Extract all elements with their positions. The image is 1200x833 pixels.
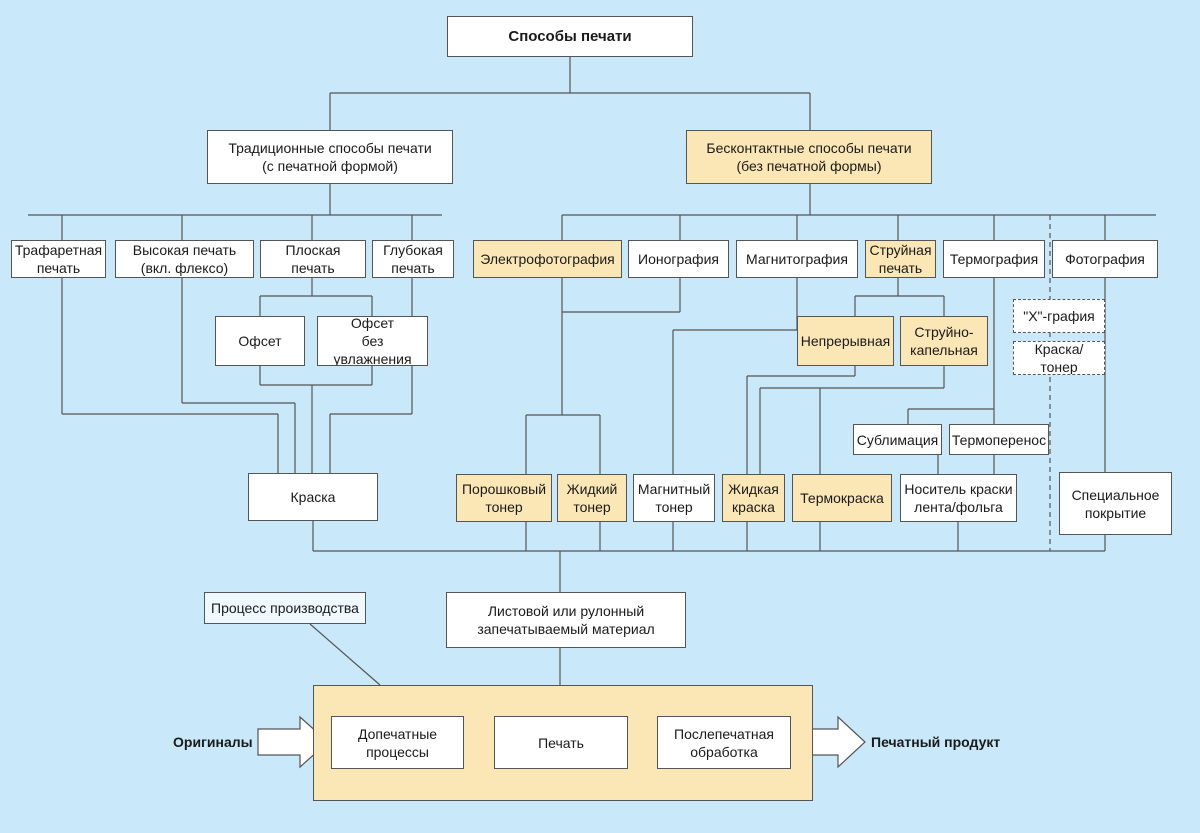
ink-toner-box: Краска/тонер bbox=[1013, 341, 1105, 375]
photography-box: Фотография bbox=[1052, 240, 1158, 278]
inkjet-box: Струйная печать bbox=[865, 240, 936, 278]
liquid-ink-box: Жидкая краска bbox=[722, 474, 785, 522]
screen-printing-box: Трафаретная печать bbox=[11, 240, 106, 278]
liquid-toner-box: Жидкий тонер bbox=[557, 474, 627, 522]
ink-ribbon-box: Носитель краски лента/фольга bbox=[900, 474, 1017, 522]
postpress-box: Послепечатная обработка bbox=[657, 716, 791, 769]
printed-product-label: Печатный продукт bbox=[871, 734, 1001, 750]
letterpress-box: Высокая печать (вкл. флексо) bbox=[115, 240, 254, 278]
continuous-inkjet-box: Непрерывная bbox=[797, 316, 894, 366]
thermo-ink-box: Термокраска bbox=[792, 474, 892, 522]
electrophotography-box: Электрофотография bbox=[473, 240, 622, 278]
sublimation-box: Сублимация bbox=[853, 424, 942, 455]
magnetic-toner-box: Магнитный тонер bbox=[633, 474, 715, 522]
process-label-box: Процесс производства bbox=[204, 592, 366, 624]
waterless-offset-box: Офсет без увлажнения bbox=[317, 316, 428, 366]
thermography-box: Термография bbox=[943, 240, 1045, 278]
noncontact-box: Бесконтактные способы печати (без печатн… bbox=[686, 130, 932, 184]
substrate-box: Листовой или рулонный запечатываемый мат… bbox=[446, 592, 686, 648]
drop-on-demand-box: Струйно- капельная bbox=[900, 316, 988, 366]
root-box: Способы печати bbox=[447, 16, 693, 57]
thermotransfer-box: Термоперенос bbox=[949, 424, 1049, 455]
powder-toner-box: Порошковый тонер bbox=[456, 474, 552, 522]
gravure-box: Глубокая печать bbox=[372, 240, 454, 278]
press-box: Печать bbox=[494, 716, 628, 769]
ink-box: Краска bbox=[248, 473, 378, 521]
offset-box: Офсет bbox=[215, 316, 305, 366]
flat-printing-box: Плоская печать bbox=[260, 240, 366, 278]
ionography-box: Ионография bbox=[628, 240, 729, 278]
special-coating-box: Специальное покрытие bbox=[1059, 472, 1172, 535]
magnetography-box: Магнитография bbox=[736, 240, 858, 278]
originals-label: Оригиналы bbox=[173, 734, 253, 750]
prepress-box: Допечатные процессы bbox=[331, 716, 464, 769]
x-graphy-box: "X"-графия bbox=[1013, 299, 1105, 333]
traditional-box: Традиционные способы печати (с печатной … bbox=[207, 130, 453, 184]
